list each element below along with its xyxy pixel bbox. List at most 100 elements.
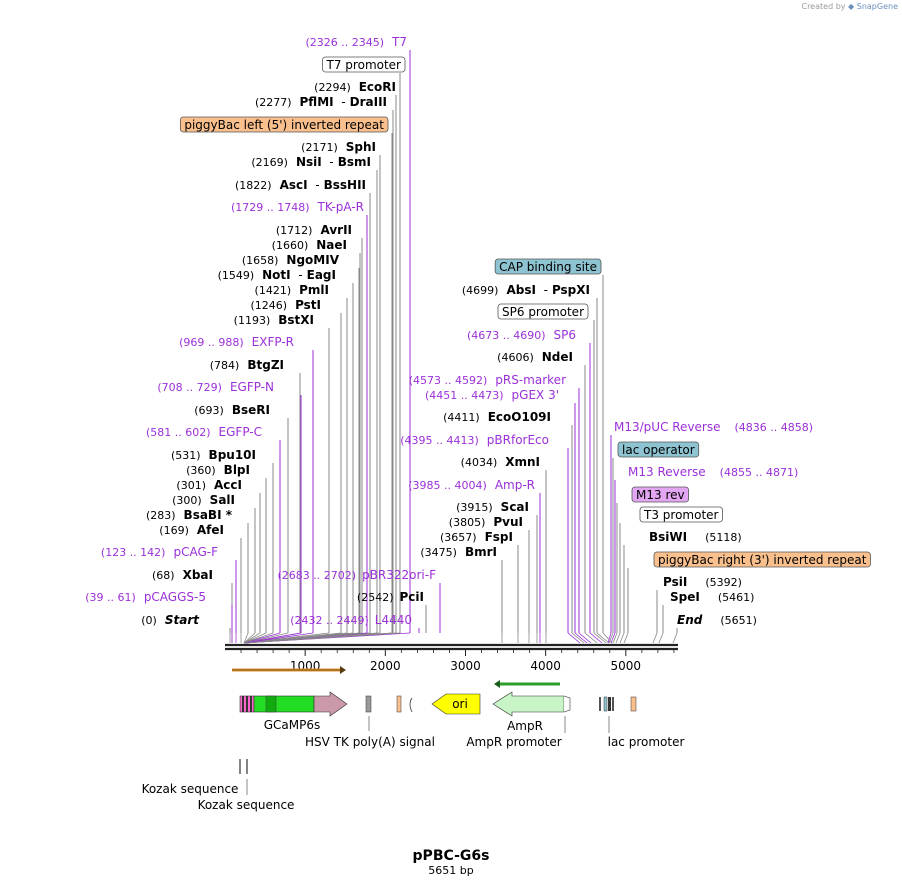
left-label-tk-pa-r[interactable]: TK-pA-R (1729 .. 1748) <box>231 200 364 214</box>
mid-label-l4440[interactable]: L4440(2432 .. 2449) <box>290 613 412 627</box>
feature-box <box>631 486 689 503</box>
left-label-bseri[interactable]: BseRI(693) <box>194 403 270 417</box>
right-label-end[interactable]: End(5651) <box>677 613 757 627</box>
leader-line-foot <box>596 632 610 644</box>
left-label-pcag-f[interactable]: pCAG-F(123 .. 142) <box>101 545 218 559</box>
primer-name: pRS-marker <box>495 373 566 387</box>
left-label-start[interactable]: Start(0) <box>141 613 200 627</box>
position-number: (1712) <box>276 224 313 237</box>
position-number: (581 .. 602) <box>146 426 211 439</box>
piggybac-left-feature[interactable] <box>396 695 402 713</box>
center-label-scai[interactable]: ScaI(3915) <box>456 500 529 514</box>
lac-cluster-features[interactable] <box>599 696 637 712</box>
leader-line-foot <box>607 632 612 644</box>
left-label-egfp-c[interactable]: EGFP-C(581 .. 602) <box>146 425 262 439</box>
leader-line-foot <box>567 632 581 644</box>
ampr-promoter-feature[interactable] <box>563 695 571 713</box>
position-number: (4836 .. 4858) <box>735 421 814 434</box>
center-label-pgex-3[interactable]: pGEX 3'(4451 .. 4473) <box>425 388 559 402</box>
right-label-bsiwi[interactable]: BsiWI(5118) <box>649 530 742 544</box>
leader-line-foot <box>672 632 678 644</box>
plasmid-size: 5651 bp <box>428 864 473 877</box>
position-number: (1729 .. 1748) <box>231 201 310 214</box>
left-label-xbai[interactable]: XbaI(68) <box>152 568 213 582</box>
center-label-bmri[interactable]: BmrI(3475) <box>420 545 497 559</box>
left-label-t7-promoter[interactable]: T7 promoter <box>322 56 406 73</box>
left-label-pflmi[interactable]: DraIII-PflMI(2277) <box>255 95 387 109</box>
ampr-feature[interactable] <box>492 691 565 717</box>
enzyme-name: NsiI <box>296 155 322 169</box>
left-label-afei[interactable]: AfeI(169) <box>159 523 224 537</box>
enzyme-name: BlpI <box>224 463 250 477</box>
left-label-exfp-r[interactable]: EXFP-R(969 .. 988) <box>179 335 294 349</box>
center-label-absi[interactable]: PspXI-AbsI(4699) <box>462 283 590 297</box>
center-label-sp6[interactable]: SP6(4673 .. 4690) <box>467 328 576 342</box>
position-number: (3475) <box>420 546 457 559</box>
gcamp6s-feature[interactable] <box>239 691 348 717</box>
center-label-fspi[interactable]: FspI(3657) <box>440 530 513 544</box>
center-label-sp6-promoter[interactable]: SP6 promoter <box>497 303 589 320</box>
left-label-sali[interactable]: SalI(300) <box>172 493 235 507</box>
left-label-avrii[interactable]: AvrII(1712) <box>276 223 352 237</box>
right-label-piggybac-right-3-inverted-repeat[interactable]: piggyBac right (3') inverted repeat <box>653 551 871 568</box>
left-label-noti[interactable]: EagI-NotI(1549) <box>218 268 336 282</box>
position-number: (2542) <box>357 591 394 604</box>
right-label-lac-operator[interactable]: lac operator <box>617 441 700 458</box>
right-label-psii[interactable]: PsiI(5392) <box>663 575 742 589</box>
leader-line-foot <box>243 632 274 644</box>
enzyme-name-2: DraIII <box>350 95 387 109</box>
left-label-asci[interactable]: BssHII-AscI(1822) <box>235 178 366 192</box>
left-label-blpi[interactable]: BlpI(360) <box>186 463 250 477</box>
left-label-nsii[interactable]: BsmI-NsiI(2169) <box>251 155 371 169</box>
position-number: (1549) <box>218 269 255 282</box>
center-label-ecoo109i[interactable]: EcoO109I(4411) <box>443 410 551 424</box>
left-label-piggybac-left-5-inverted-repeat[interactable]: piggyBac left (5') inverted repeat <box>179 116 389 133</box>
left-label-acci[interactable]: AccI(301) <box>176 478 242 492</box>
enzyme-name: AscI <box>280 178 308 192</box>
left-label-sphi[interactable]: SphI(2171) <box>301 140 376 154</box>
enzyme-name: BsiWI <box>649 530 687 544</box>
primer-name: TK-pA-R <box>317 200 365 214</box>
left-label-naei[interactable]: NaeI(1660) <box>272 238 347 252</box>
center-label-amp-r[interactable]: Amp-R(3985 .. 4004) <box>408 478 535 492</box>
center-label-ndei[interactable]: NdeI(4606) <box>497 350 573 364</box>
left-label-bsabi[interactable]: BsaBI *(283) <box>146 508 233 522</box>
left-label-egfp-n[interactable]: EGFP-N(708 .. 729) <box>157 380 274 394</box>
primer-name: L4440 <box>375 613 412 627</box>
ampr-region-arrow <box>494 680 560 688</box>
left-label-t7[interactable]: T7(2326 .. 2345) <box>305 35 407 49</box>
left-label-bpu10i[interactable]: Bpu10I(531) <box>171 448 256 462</box>
right-label-m13-puc-reverse[interactable]: M13/pUC Reverse(4836 .. 4858) <box>614 420 813 434</box>
position-number: (4699) <box>462 284 499 297</box>
center-label-xmni[interactable]: XmnI(4034) <box>461 455 540 469</box>
center-label-pvui[interactable]: PvuI(3805) <box>449 515 523 529</box>
center-label-prs-marker[interactable]: pRS-marker(4573 .. 4592) <box>409 373 566 387</box>
enzyme-name: XbaI <box>183 568 213 582</box>
mid-label-pcii[interactable]: PciI(2542) <box>357 590 424 604</box>
center-label-cap-binding-site[interactable]: CAP binding site <box>494 258 602 275</box>
left-label-btgzi[interactable]: BtgZI(784) <box>210 358 284 372</box>
position-number: (4411) <box>443 411 480 424</box>
enzyme-name: BseRI <box>232 403 270 417</box>
leader-line-foot <box>602 632 613 644</box>
position-number: (5651) <box>720 614 757 627</box>
ori-feature[interactable] <box>431 693 481 715</box>
right-label-spei[interactable]: SpeI(5461) <box>670 590 754 604</box>
enzyme-name: SpeI <box>670 590 700 604</box>
right-label-t3-promoter[interactable]: T3 promoter <box>639 506 723 523</box>
left-label-pcaggs-5[interactable]: pCAGGS-5(39 .. 61) <box>85 590 206 604</box>
left-label-bstxi[interactable]: BstXI(1193) <box>234 313 314 327</box>
leader-line-foot <box>243 632 256 644</box>
leader-line-foot <box>593 632 607 644</box>
feature-box-label: T7 promoter <box>326 58 402 72</box>
right-label-m13-rev[interactable]: M13 rev <box>631 486 689 503</box>
left-label-psti[interactable]: PstI(1246) <box>250 298 321 312</box>
right-label-m13-reverse[interactable]: M13 Reverse(4855 .. 4871) <box>628 465 798 479</box>
center-label-pbrforeco[interactable]: pBRforEco(4395 .. 4413) <box>400 433 549 447</box>
left-label-pmli[interactable]: PmlI(1421) <box>255 283 329 297</box>
left-label-ngomiv[interactable]: NgoMIV(1658) <box>242 253 340 267</box>
hsv-tk-polya-feature[interactable] <box>365 695 372 713</box>
left-label-ecori[interactable]: EcoRI(2294) <box>314 80 396 94</box>
mid-label-pbr322ori-f[interactable]: pBR322ori-F(2683 .. 2702) <box>278 568 437 582</box>
separator-dash: - <box>298 268 302 282</box>
